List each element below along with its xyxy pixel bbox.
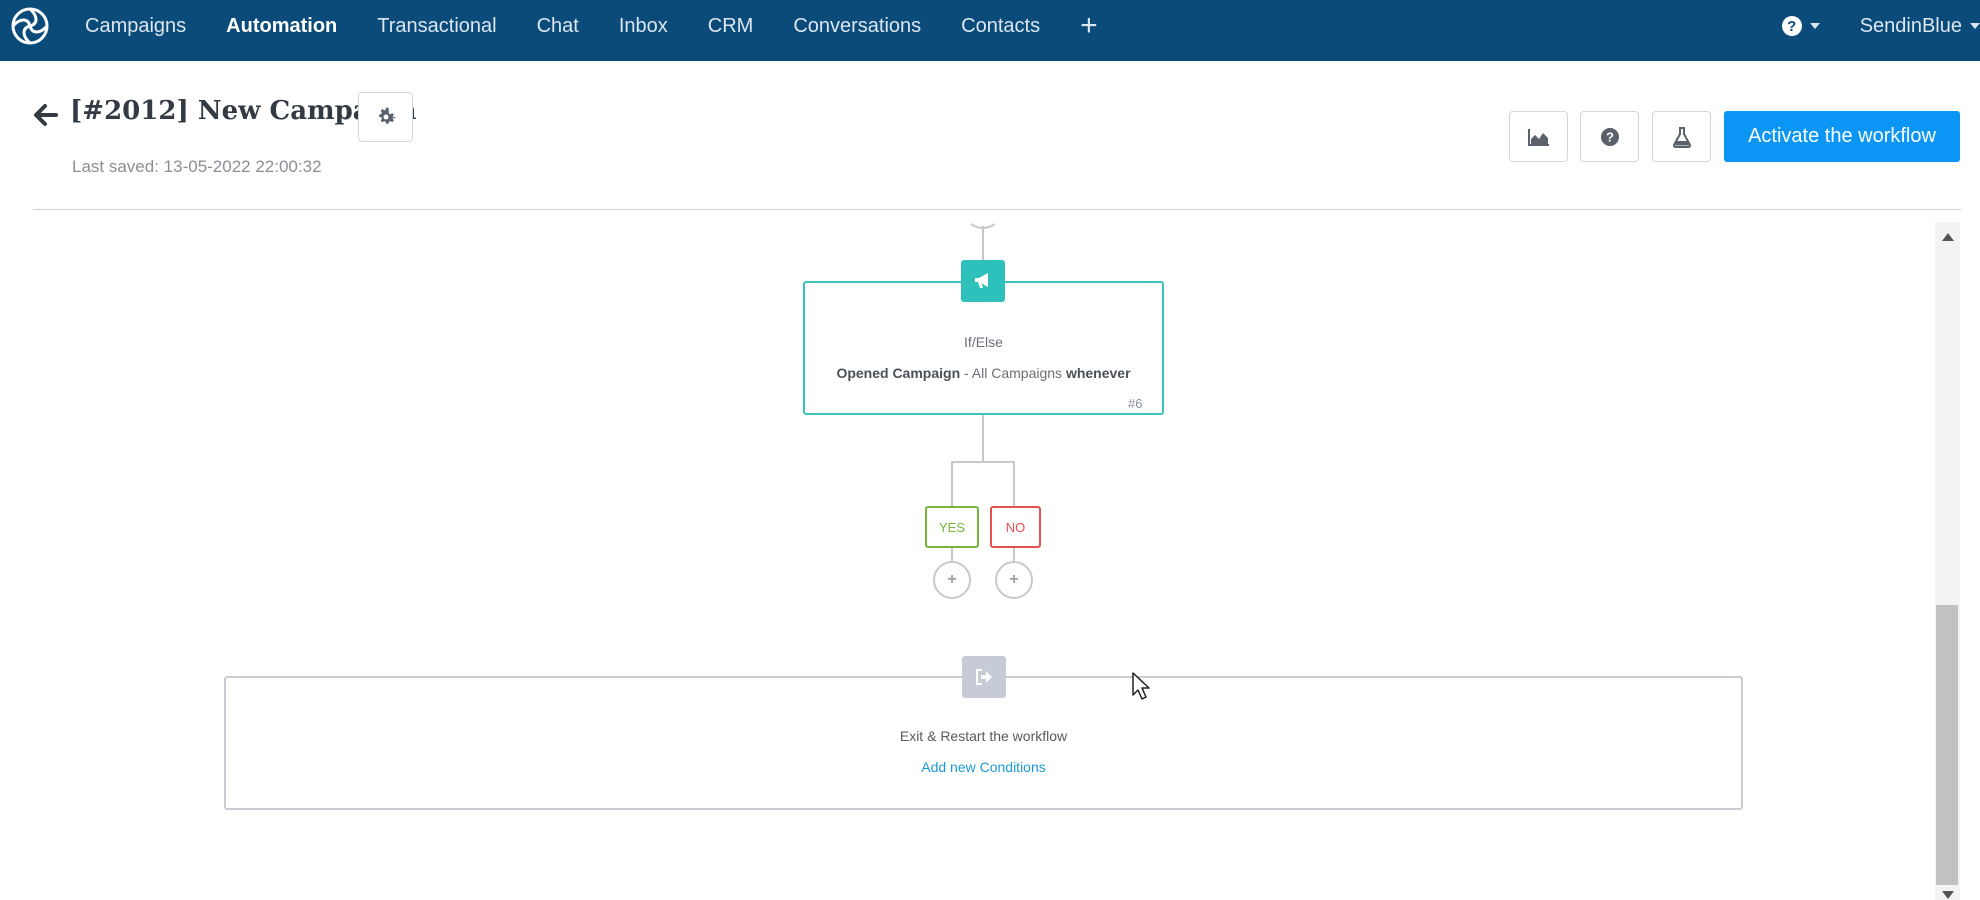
exit-restart-card xyxy=(224,676,1743,810)
nav-item-chat[interactable]: Chat xyxy=(536,14,579,37)
area-chart-icon xyxy=(1527,128,1549,146)
sendinblue-logo-icon[interactable] xyxy=(8,4,52,48)
last-saved-text: Last saved: 13-05-2022 22:00:32 xyxy=(72,157,322,176)
campaign-step-icon-box xyxy=(961,260,1005,302)
connector-arrow-icon xyxy=(970,223,996,229)
connector-line xyxy=(951,461,1015,463)
yes-branch[interactable]: YES xyxy=(925,506,979,548)
step-condition-text: Opened Campaign - All Campaigns whenever xyxy=(803,365,1164,381)
statistics-button[interactable] xyxy=(1509,111,1568,162)
chevron-down-icon xyxy=(1970,23,1980,29)
exit-step-icon-box xyxy=(962,656,1006,698)
scroll-down-arrow-icon[interactable] xyxy=(1942,891,1954,899)
connector-line xyxy=(1013,461,1015,506)
nav-item-crm[interactable]: CRM xyxy=(707,14,754,37)
connector-line xyxy=(951,461,953,506)
step-type-label: If/Else xyxy=(964,334,1003,350)
no-branch[interactable]: NO xyxy=(990,506,1041,548)
exit-restart-text: Exit & Restart the workflow xyxy=(899,728,1068,744)
megaphone-icon xyxy=(975,273,988,288)
connector-line xyxy=(951,548,953,562)
add-new-conditions-link[interactable]: Add new Conditions xyxy=(921,759,1046,775)
scrollbar-thumb[interactable] xyxy=(1936,605,1958,885)
nav-item-campaigns[interactable]: Campaigns xyxy=(85,14,187,37)
nav-right: ? SendinBlue xyxy=(1762,0,1980,52)
help-button[interactable]: ? xyxy=(1580,111,1639,162)
nav-item-transactional[interactable]: Transactional xyxy=(377,14,497,37)
condition-event: Opened Campaign xyxy=(836,365,961,381)
connector-line xyxy=(1013,548,1015,562)
account-menu[interactable]: SendinBlue xyxy=(1840,15,1980,38)
condition-value: All Campaigns xyxy=(971,365,1063,381)
chevron-down-icon xyxy=(1809,23,1820,29)
header-divider xyxy=(33,209,1961,210)
add-step-no-button[interactable]: + xyxy=(995,561,1033,599)
top-nav-bar: Campaigns Automation Transactional Chat … xyxy=(0,0,1980,61)
nav-item-conversations[interactable]: Conversations xyxy=(793,14,922,37)
help-icon: ? xyxy=(1781,16,1802,36)
nav-item-inbox[interactable]: Inbox xyxy=(618,14,668,37)
gear-icon xyxy=(378,107,395,124)
nav-item-automation[interactable]: Automation xyxy=(226,14,338,37)
back-arrow-icon[interactable] xyxy=(30,100,60,130)
account-name: SendinBlue xyxy=(1859,14,1962,37)
sign-out-icon xyxy=(976,669,992,685)
connector-line xyxy=(982,415,984,462)
svg-text:?: ? xyxy=(1606,129,1614,144)
nav-item-contacts[interactable]: Contacts xyxy=(961,14,1041,37)
add-step-yes-button[interactable]: + xyxy=(933,561,971,599)
main-nav: Campaigns Automation Transactional Chat … xyxy=(65,0,1118,52)
help-menu-button[interactable]: ? xyxy=(1762,16,1840,36)
flask-icon xyxy=(1672,126,1691,148)
condition-separator: - xyxy=(960,365,972,381)
step-id: #6 xyxy=(1128,396,1143,411)
mouse-cursor-icon xyxy=(1132,672,1150,700)
question-circle-icon: ? xyxy=(1600,127,1619,146)
connector-line xyxy=(982,226,984,260)
add-app-plus-icon[interactable]: + xyxy=(1080,9,1098,42)
activate-workflow-button[interactable]: Activate the workflow xyxy=(1724,111,1960,162)
settings-button[interactable] xyxy=(358,92,413,142)
test-workflow-button[interactable] xyxy=(1652,111,1711,162)
add-new-conditions-link-wrap: Add new Conditions xyxy=(224,759,1743,775)
scroll-up-arrow-icon[interactable] xyxy=(1942,233,1954,241)
condition-suffix: whenever xyxy=(1065,365,1131,381)
